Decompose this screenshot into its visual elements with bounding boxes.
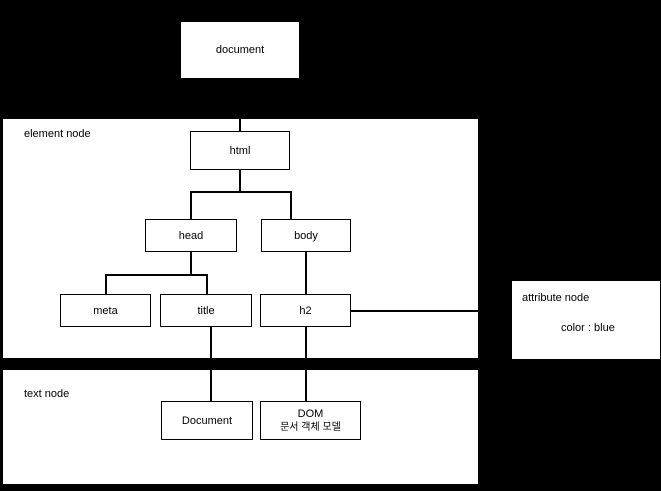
connector-bar-meta [105, 274, 107, 295]
connector-head-bar [105, 274, 208, 276]
node-head-label: head [178, 229, 204, 242]
connector-title-text [210, 327, 212, 402]
connector-title-text-inner [210, 370, 212, 402]
node-html-label: html [229, 144, 251, 157]
connector-head-stem [190, 252, 192, 276]
node-body[interactable]: body [261, 219, 351, 252]
node-text-dom-label: DOM [297, 408, 324, 420]
node-html[interactable]: html [190, 131, 290, 170]
connector-bar-body [290, 191, 292, 220]
node-text-document-label: Document [181, 414, 233, 427]
node-title-label: title [197, 304, 215, 317]
connector-bar-head [190, 191, 192, 220]
node-head[interactable]: head [145, 219, 237, 252]
node-body-label: body [294, 229, 318, 242]
connector-body-h2 [305, 252, 307, 295]
node-title[interactable]: title [160, 294, 252, 327]
panel-element-node-label: element node [24, 128, 91, 140]
panel-attribute-node [511, 280, 661, 360]
node-text-dom[interactable]: DOM 문서 객체 모델 [260, 401, 361, 440]
connector-html-bar [190, 191, 292, 193]
node-meta-label: meta [93, 304, 118, 317]
connector-h2-text-inner [305, 370, 307, 402]
connector-h2-attribute [351, 310, 478, 312]
connector-h2-text [305, 327, 307, 402]
node-document[interactable]: document [180, 21, 300, 79]
node-h2-label: h2 [299, 304, 312, 317]
attribute-value: color : blue [561, 322, 615, 334]
node-text-document[interactable]: Document [161, 401, 253, 440]
node-text-dom-sublabel: 문서 객체 모델 [280, 422, 341, 433]
connector-html-stem [239, 170, 241, 193]
connector-bar-title [206, 274, 208, 295]
node-document-label: document [215, 44, 265, 56]
panel-text-node-label: text node [24, 388, 70, 400]
node-h2[interactable]: h2 [260, 294, 351, 327]
connector-document-html [239, 119, 241, 132]
panel-attribute-node-label: attribute node [522, 292, 590, 304]
node-meta[interactable]: meta [60, 294, 151, 327]
